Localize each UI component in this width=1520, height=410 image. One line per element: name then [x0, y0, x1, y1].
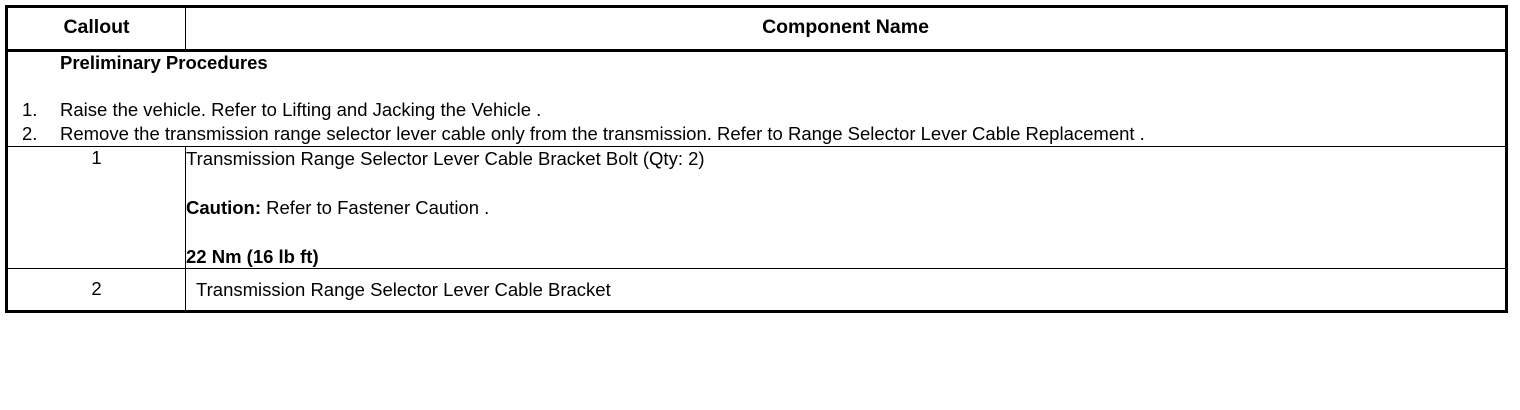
callout-number-2: 2 [6, 268, 186, 313]
table-row: 2 Transmission Range Selector Lever Cabl… [6, 268, 1507, 313]
step-text: Raise the vehicle. Refer to Lifting and … [60, 98, 542, 120]
preliminary-procedures-title: Preliminary Procedures [60, 51, 268, 73]
component-description: Transmission Range Selector Lever Cable … [186, 147, 705, 169]
caution-label: Caution: [186, 196, 262, 218]
component-description: Transmission Range Selector Lever Cable … [196, 279, 611, 301]
torque-spec: 22 Nm (16 lb ft) [186, 246, 319, 268]
preliminary-procedures-cell: Preliminary Procedures 1. Raise the vehi… [6, 49, 1507, 147]
component-callout-table: Callout Component Name Preliminary Proce… [5, 5, 1508, 314]
table-header-row: Callout Component Name [6, 6, 1507, 52]
component-cell-2: Transmission Range Selector Lever Cable … [185, 268, 1507, 313]
header-callout: Callout [6, 6, 186, 52]
preliminary-step-1: 1. Raise the vehicle. Refer to Lifting a… [8, 98, 1505, 122]
preliminary-step-2: 2. Remove the transmission range selecto… [8, 122, 1505, 146]
preliminary-steps-list: 1. Raise the vehicle. Refer to Lifting a… [8, 98, 1505, 146]
step-number: 2. [22, 122, 38, 144]
procedure-table-container: Callout Component Name Preliminary Proce… [5, 5, 1508, 314]
step-text: Remove the transmission range selector l… [60, 122, 1145, 144]
callout-number-1: 1 [6, 145, 186, 270]
header-component-name: Component Name [185, 6, 1507, 52]
component-cell-1: Transmission Range Selector Lever Cable … [185, 145, 1507, 270]
caution-note: Caution: Refer to Fastener Caution . [186, 196, 1505, 219]
caution-text: Refer to Fastener Caution . [266, 196, 490, 218]
preliminary-procedures-row: Preliminary Procedures 1. Raise the vehi… [6, 49, 1507, 147]
step-number: 1. [22, 98, 38, 120]
table-row: 1 Transmission Range Selector Lever Cabl… [6, 145, 1507, 270]
